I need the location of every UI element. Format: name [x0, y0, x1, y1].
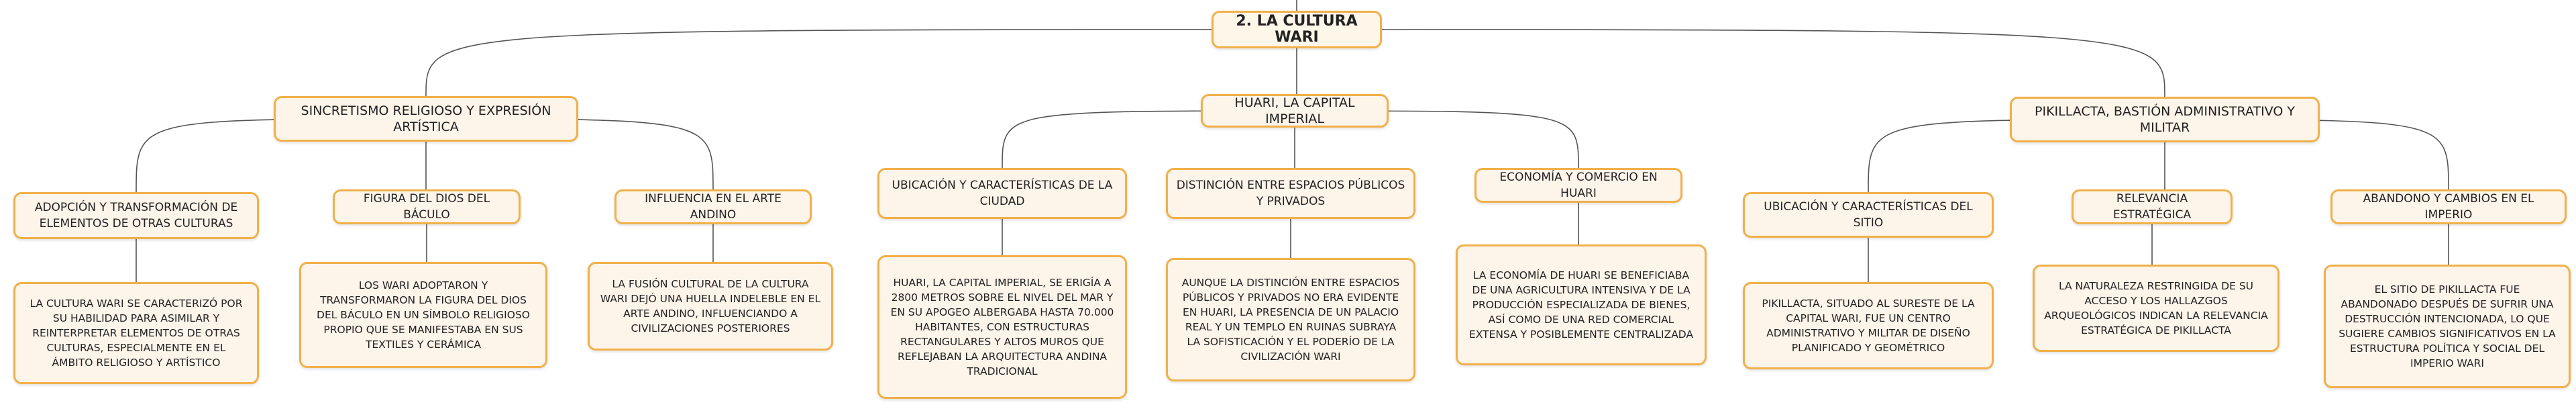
topic-distincion-espacios[interactable]: DISTINCIÓN ENTRE ESPACIOS PÚBLICOS Y PRI… [1166, 168, 1415, 219]
topic-abandono-cambios[interactable]: ABANDONO Y CAMBIOS EN EL IMPERIO [2330, 189, 2567, 224]
topic-ubicacion-sitio[interactable]: UBICACIÓN Y CARACTERÍSTICAS DEL SITIO [1743, 192, 1994, 238]
description-influencia-arte[interactable]: LA FUSIÓN CULTURAL DE LA CULTURA WARI DE… [588, 262, 833, 351]
branch-sincretismo[interactable]: SINCRETISMO RELIGIOSO Y EXPRESIÓN ARTÍST… [274, 96, 578, 142]
description-ubicacion-ciudad[interactable]: HUARI, LA CAPITAL IMPERIAL, SE ERIGÍA A … [877, 255, 1127, 399]
description-figura-dios-baculo[interactable]: LOS WARI ADOPTARON Y TRANSFORMARON LA FI… [299, 262, 547, 368]
description-abandono-cambios[interactable]: EL SITIO DE PIKILLACTA FUE ABANDONADO DE… [2324, 265, 2571, 388]
root-topic[interactable]: 2. LA CULTURA WARI [1212, 11, 1382, 48]
topic-adopcion[interactable]: ADOPCIÓN Y TRANSFORMACIÓN DE ELEMENTOS D… [13, 192, 259, 239]
description-relevancia-estrategica[interactable]: LA NATURALEZA RESTRINGIDA DE SU ACCESO Y… [2033, 265, 2279, 352]
topic-relevancia-estrategica[interactable]: RELEVANCIA ESTRATÉGICA [2072, 189, 2233, 224]
topic-figura-dios-baculo[interactable]: FIGURA DEL DIOS DEL BÁCULO [333, 189, 521, 224]
branch-huari-capital[interactable]: HUARI, LA CAPITAL IMPERIAL [1201, 94, 1389, 128]
connector-root-sincretismo [425, 29, 1297, 97]
description-adopcion[interactable]: LA CULTURA WARI SE CARACTERIZÓ POR SU HA… [13, 282, 259, 384]
branch-pikillacta[interactable]: PIKILLACTA, BASTIÓN ADMINISTRATIVO Y MIL… [2010, 97, 2320, 142]
connector-huari-economia [1294, 110, 1579, 169]
connector-root-pikillacta [1296, 29, 2165, 97]
topic-economia-comercio[interactable]: ECONOMÍA Y COMERCIO EN HUARI [1474, 168, 1682, 203]
description-distincion-espacios[interactable]: AUNQUE LA DISTINCIÓN ENTRE ESPACIOS PÚBL… [1166, 258, 1415, 381]
description-economia-comercio[interactable]: LA ECONOMÍA DE HUARI SE BENEFICIABA DE U… [1456, 244, 1707, 365]
topic-ubicacion-ciudad[interactable]: UBICACIÓN Y CARACTERÍSTICAS DE LA CIUDAD [877, 168, 1127, 219]
connector-huari-ubicacion [1002, 110, 1295, 169]
description-ubicacion-sitio[interactable]: PIKILLACTA, SITUADO AL SURESTE DE LA CAP… [1743, 282, 1994, 369]
topic-influencia-arte[interactable]: INFLUENCIA EN EL ARTE ANDINO [614, 189, 812, 224]
